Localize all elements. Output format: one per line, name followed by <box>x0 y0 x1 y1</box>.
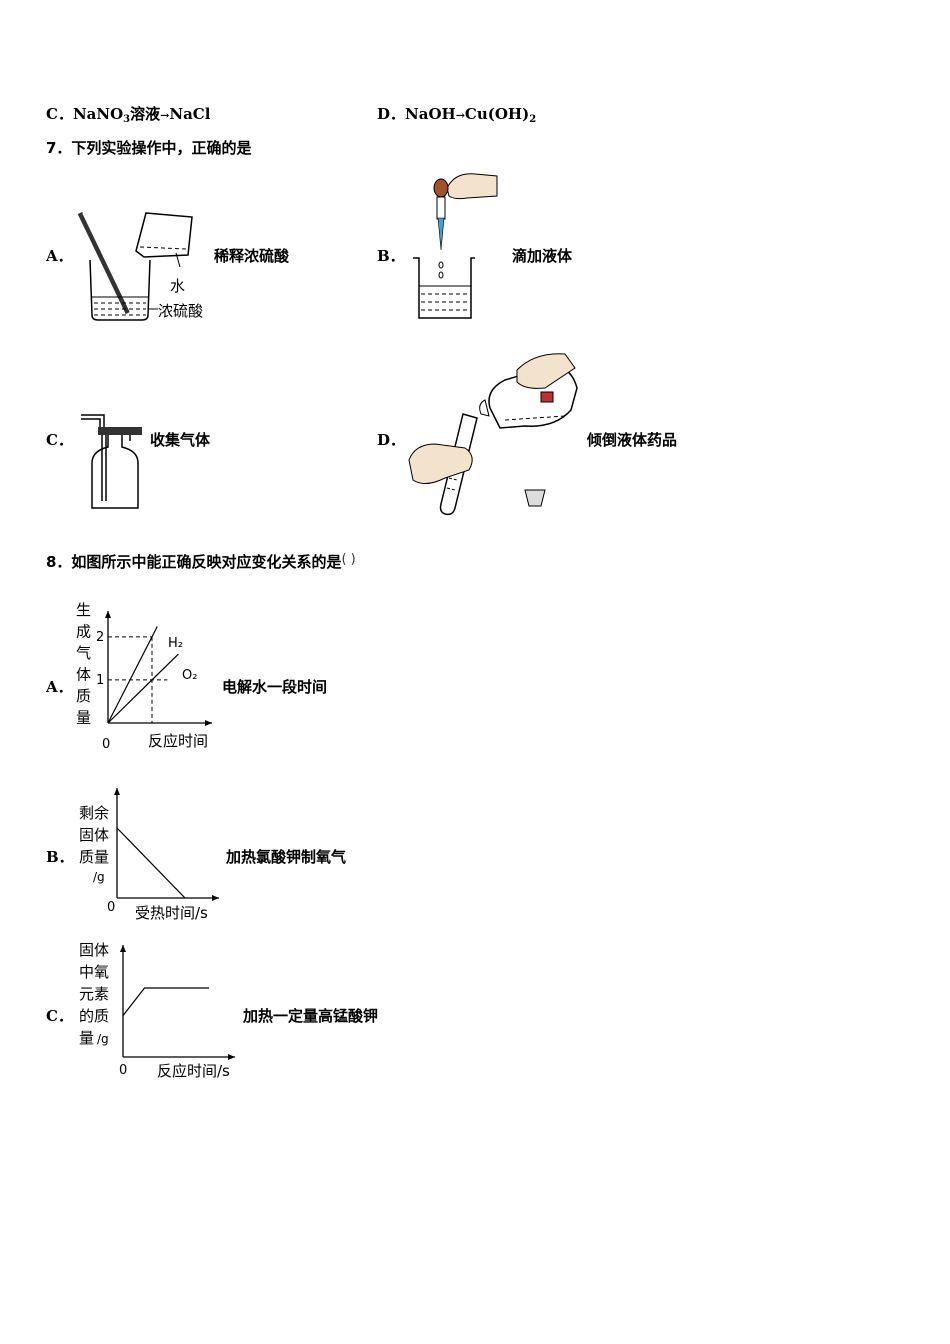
origin-label: 0 <box>102 737 110 752</box>
stem-text: 8．如图所示中能正确反映对应变化关系的是 <box>46 553 342 571</box>
formula-text: Cu(OH) <box>464 105 530 123</box>
y-axis-label: 质量 <box>79 848 109 866</box>
y-tick-label: 1 <box>96 673 104 688</box>
x-axis-arrow-icon <box>205 720 212 726</box>
question-8-stem: 8．如图所示中能正确反映对应变化关系的是( ) <box>46 551 356 572</box>
water-label: 水 <box>170 277 185 295</box>
y-axis-label: 元素 <box>79 985 109 1003</box>
question-7-stem: 7．下列实验操作中，正确的是 <box>46 139 252 157</box>
q7-option-d-letter: D． <box>377 431 406 449</box>
q8-option-a-letter: A． <box>46 678 73 696</box>
pour-liquid-illustration <box>408 353 578 516</box>
q7-option-a-letter: A． <box>46 247 73 265</box>
y-axis-label: 中氧 <box>79 963 109 981</box>
y-axis-label: 量 <box>76 709 91 727</box>
subscript: 2 <box>529 114 537 125</box>
y-axis-label: 剩余 <box>79 804 109 822</box>
q8-option-c-caption: 加热一定量高锰酸钾 <box>243 1007 379 1025</box>
option-letter: C． <box>46 105 73 123</box>
y-axis-label: 固体 <box>79 826 109 844</box>
formula-text: NaCl <box>169 105 211 123</box>
q7-option-b-letter: B． <box>377 247 405 265</box>
y-axis-label: 成 <box>76 623 91 641</box>
series-line <box>116 827 186 899</box>
y-axis-label: 固体 <box>79 941 109 959</box>
acid-label: 浓硫酸 <box>158 302 203 320</box>
y-axis-arrow-icon <box>114 788 120 795</box>
q8-option-a-caption: 电解水一段时间 <box>222 678 328 696</box>
origin-label: 0 <box>119 1063 127 1078</box>
x-axis-label: 反应时间/s <box>157 1062 230 1080</box>
option-letter: D． <box>377 105 406 123</box>
q7-option-a-caption: 稀释浓硫酸 <box>214 247 290 265</box>
q7-option-d-caption: 倾倒液体药品 <box>587 431 678 449</box>
series-line <box>122 987 209 1016</box>
q6-option-d: D．NaOH→Cu(OH)2 <box>377 103 536 125</box>
answer-blank: ( ) <box>341 552 356 567</box>
formula-text: NaOH <box>405 105 456 123</box>
dilute-acid-illustration: 水 浓硫酸 <box>77 211 203 321</box>
q8-option-b-letter: B． <box>46 848 74 866</box>
q7-option-b-caption: 滴加液体 <box>512 247 573 265</box>
subscript: 3 <box>123 114 131 125</box>
origin-label: 0 <box>107 900 115 915</box>
y-axis-label: 的质 <box>79 1007 109 1025</box>
x-axis-arrow-icon <box>212 895 219 901</box>
y-axis-arrow-icon <box>120 945 126 952</box>
x-axis-arrow-icon <box>228 1054 235 1060</box>
formula-text: NaNO <box>72 105 124 123</box>
arrow-icon: → <box>160 109 170 122</box>
q8-option-b-caption: 加热氯酸钾制氧气 <box>226 848 347 866</box>
arrow-icon: → <box>455 109 465 122</box>
q7-option-c-letter: C． <box>46 431 73 449</box>
series-line-o2 <box>107 653 179 724</box>
y-axis-label: 体 <box>76 666 91 684</box>
y-axis-label: 质 <box>76 687 91 705</box>
formula-text: 溶液 <box>130 105 161 123</box>
y-axis-arrow-icon <box>105 611 111 618</box>
y-axis-label: 量 <box>79 1029 94 1047</box>
series-line-h2 <box>107 626 158 724</box>
y-axis-label: 生 <box>76 601 91 619</box>
y-axis-label: 气 <box>76 644 91 662</box>
series-label-h2: H₂ <box>168 636 183 651</box>
y-axis-unit: /g <box>97 1032 109 1046</box>
q7-option-c-caption: 收集气体 <box>150 431 211 449</box>
q8-option-c-letter: C． <box>46 1007 73 1025</box>
x-axis-label: 反应时间 <box>148 732 208 750</box>
x-axis-label: 受热时间/s <box>135 904 208 922</box>
dropper-illustration <box>413 173 498 319</box>
gas-bottle-illustration <box>81 414 142 509</box>
series-label-o2: O₂ <box>182 668 197 683</box>
y-tick-label: 2 <box>96 630 104 645</box>
q6-option-c: C．NaNO3溶液→NaCl <box>46 103 210 125</box>
y-axis-unit: /g <box>93 870 105 884</box>
